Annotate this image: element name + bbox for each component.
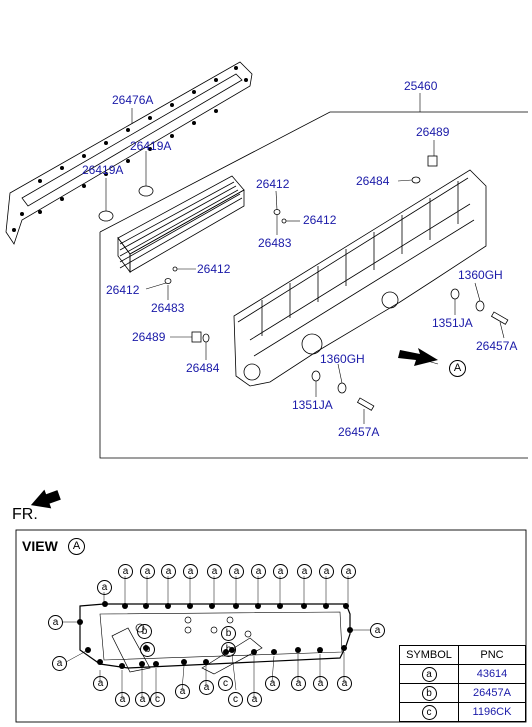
part-label-26412-a: 26412 — [256, 177, 290, 191]
callout-a: a — [52, 656, 67, 671]
view-title: VIEW — [22, 538, 58, 554]
part-label-1351JA-b: 1351JA — [292, 398, 333, 412]
legend-row: b 26457A — [399, 683, 526, 703]
legend-header-pnc: PNC — [458, 645, 526, 665]
front-direction-label: FR. — [12, 506, 38, 523]
callout-a: a — [97, 580, 112, 595]
legend-pnc: 1196CK — [458, 702, 526, 722]
legend-row: c 1196CK — [399, 702, 526, 722]
callout-a: a — [93, 676, 108, 691]
part-label-26412-d: 26412 — [106, 283, 140, 297]
callout-b: b — [140, 642, 155, 657]
part-label-26457A-b: 26457A — [338, 425, 380, 439]
part-label-26419A-lower: 26419A — [82, 163, 124, 177]
callout-a: a — [207, 564, 222, 579]
part-label-26483-b: 26483 — [151, 301, 185, 315]
callout-a: a — [297, 564, 312, 579]
legend-row: a 43614 — [399, 664, 526, 684]
callout-a: a — [291, 676, 306, 691]
gasket-bolt-holes — [12, 66, 248, 232]
part-label-26483-a: 26483 — [258, 236, 292, 250]
callout-a: a — [161, 564, 176, 579]
callout-c: c — [228, 692, 243, 707]
part-label-26419A-upper: 26419A — [130, 139, 172, 153]
leader-lines — [105, 93, 505, 424]
callout-a: a — [115, 692, 130, 707]
part-label-25460: 25460 — [404, 79, 438, 93]
callout-a: a — [251, 564, 266, 579]
callout-b: b — [221, 642, 236, 657]
callout-a: a — [48, 615, 63, 630]
part-label-1360GH-b: 1360GH — [320, 352, 365, 366]
cooler-fins — [119, 181, 243, 269]
callout-a: a — [273, 564, 288, 579]
part-label-26489-bottom: 26489 — [132, 330, 166, 344]
part-label-26489-top: 26489 — [416, 125, 450, 139]
part-label-26457A-a: 26457A — [476, 339, 518, 353]
callout-a: a — [118, 564, 133, 579]
part-label-26476A: 26476A — [112, 93, 154, 107]
callout-c: c — [150, 692, 165, 707]
callout-a: a — [199, 680, 214, 695]
view-a-marker: A — [449, 360, 466, 377]
callout-a: a — [313, 676, 328, 691]
callout-a: a — [175, 684, 190, 699]
callout-a: a — [135, 692, 150, 707]
part-label-26484-bottom: 26484 — [186, 361, 220, 375]
legend-symbol: b — [421, 685, 437, 701]
callout-a: a — [247, 692, 262, 707]
legend-symbol: a — [421, 666, 437, 682]
callout-c: c — [218, 676, 233, 691]
callout-b: b — [137, 624, 152, 639]
legend-symbol: c — [421, 704, 437, 720]
callout-a: a — [370, 623, 385, 638]
callout-a: a — [319, 564, 334, 579]
view-title-letter: A — [68, 538, 85, 555]
part-label-1351JA-a: 1351JA — [432, 316, 473, 330]
callout-a: a — [341, 564, 356, 579]
callout-a: a — [337, 676, 352, 691]
housing-ribs — [249, 181, 475, 357]
callout-a: a — [229, 564, 244, 579]
callout-b: b — [221, 626, 236, 641]
part-label-1360GH-a: 1360GH — [458, 268, 503, 282]
part-label-26412-c: 26412 — [197, 262, 231, 276]
part-label-26412-b: 26412 — [303, 213, 337, 227]
part-label-26484-top: 26484 — [356, 174, 390, 188]
callout-a: a — [183, 564, 198, 579]
legend-header-row: SYMBOL PNC — [399, 645, 526, 665]
legend-header-symbol: SYMBOL — [399, 645, 459, 665]
symbol-legend-table: SYMBOL PNC a 43614 b 26457A c 1196CK — [399, 645, 526, 722]
callout-a: a — [265, 676, 280, 691]
callout-a: a — [140, 564, 155, 579]
legend-pnc: 26457A — [458, 683, 526, 703]
legend-pnc: 43614 — [458, 664, 526, 684]
